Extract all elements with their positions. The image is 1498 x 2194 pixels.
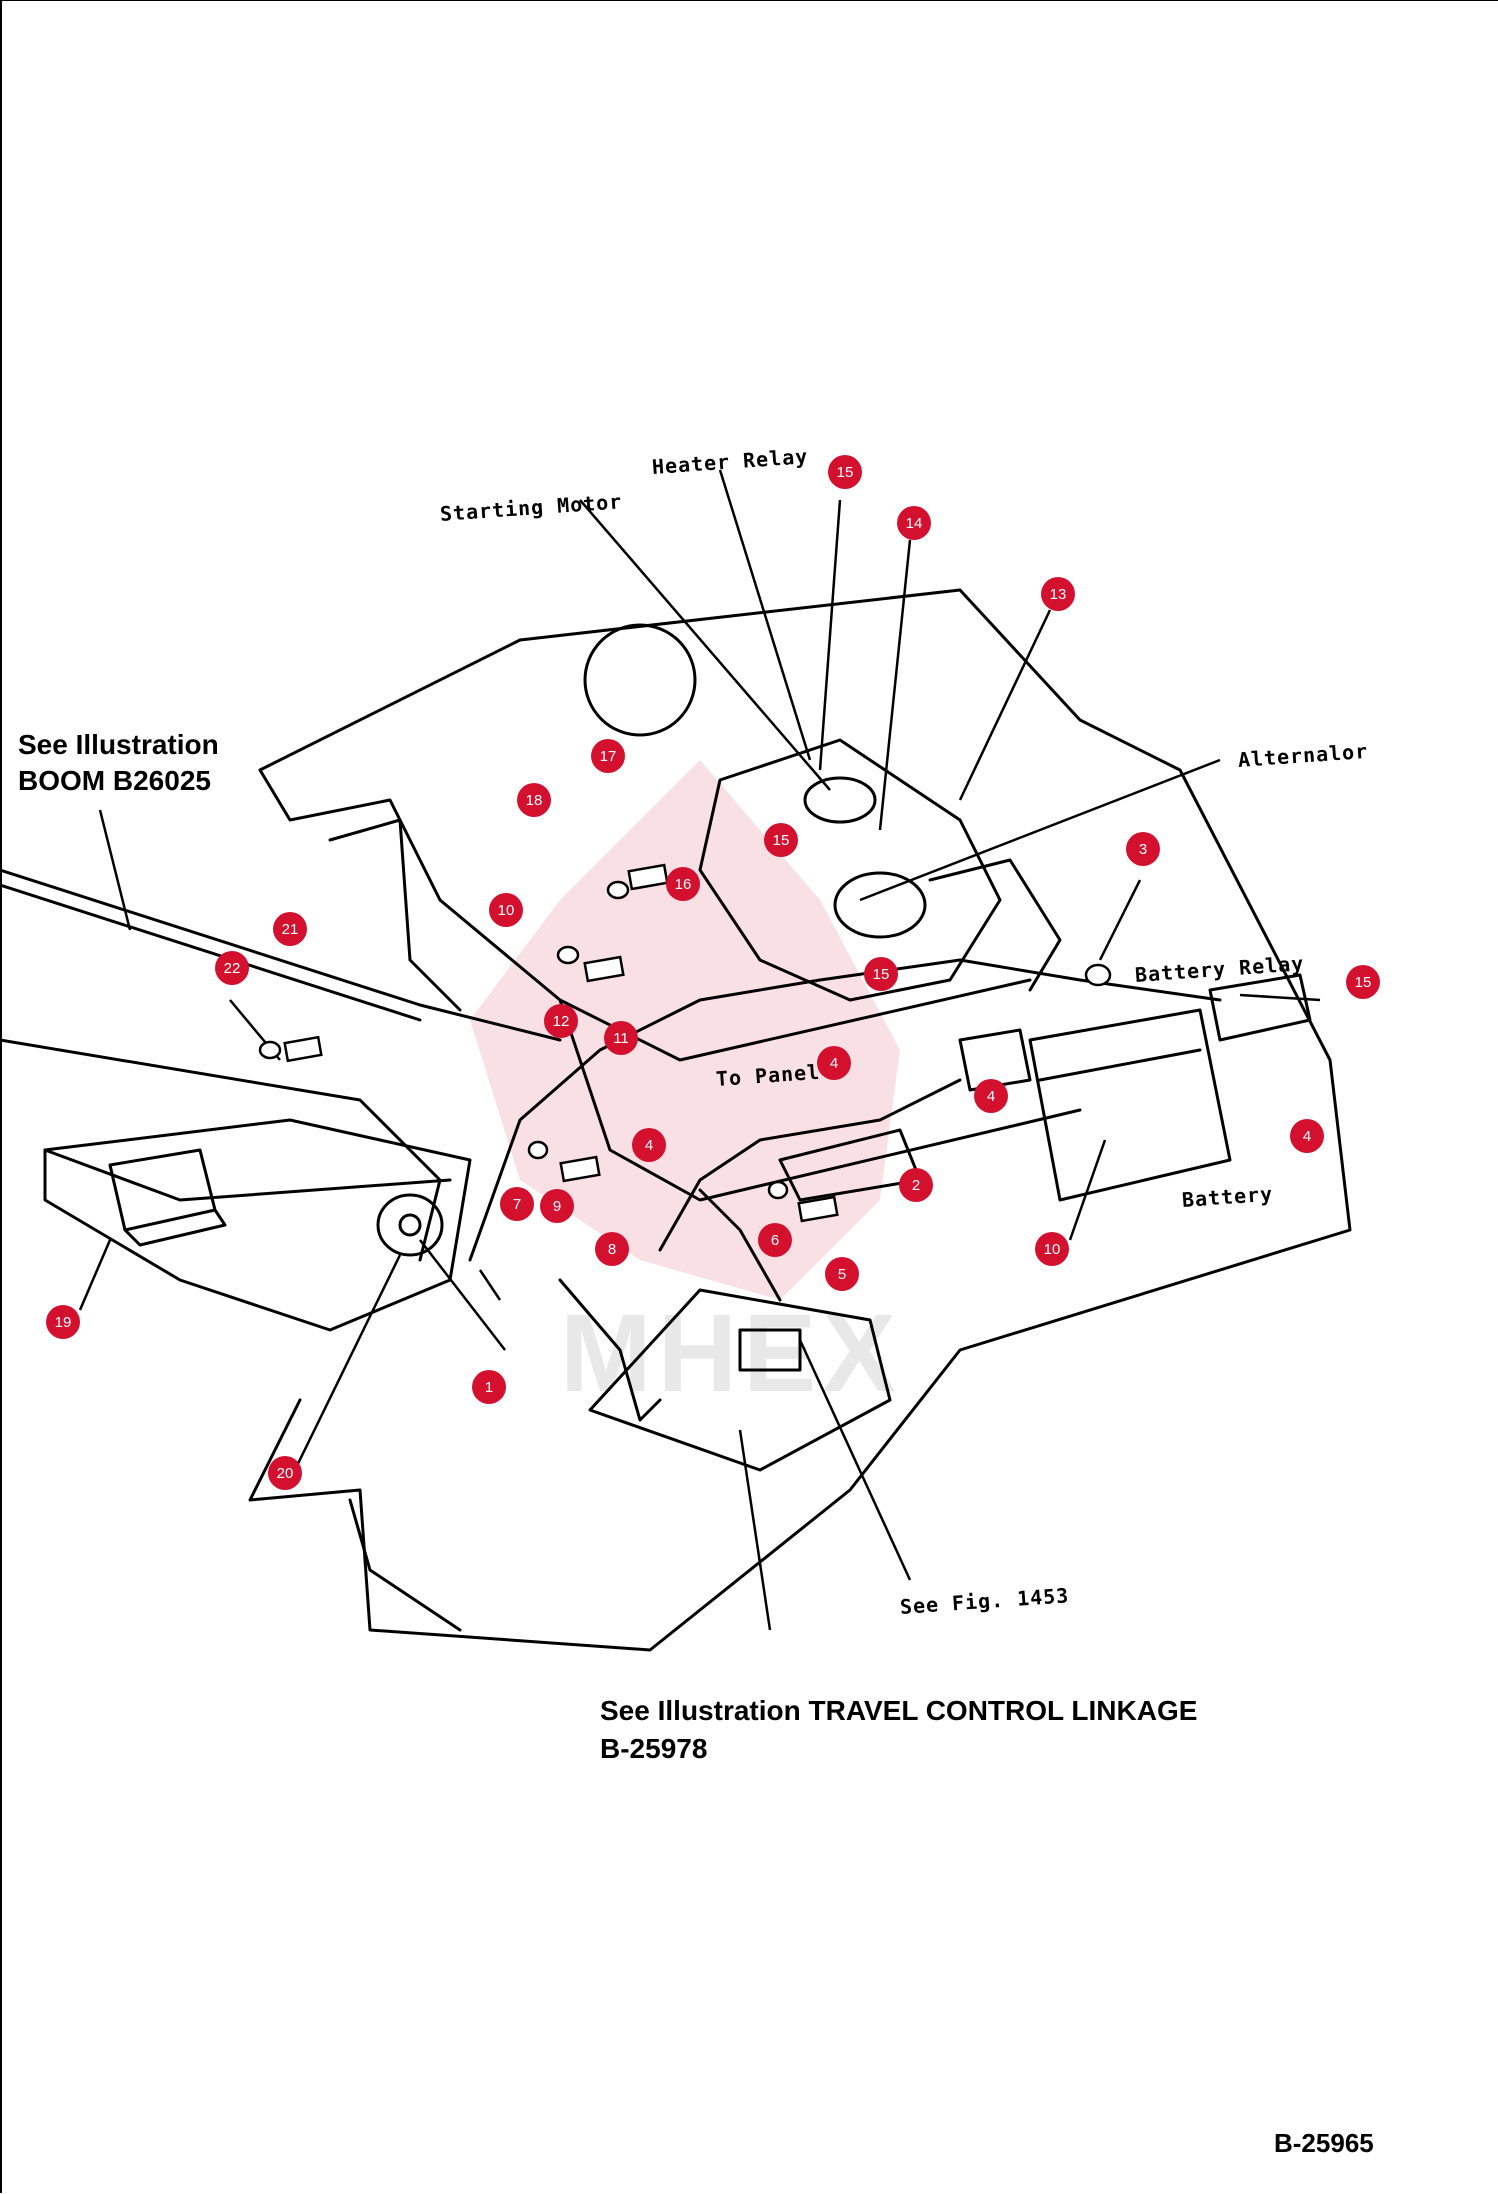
watermark-emblem (470, 760, 900, 1300)
callout-6[interactable]: 6 (758, 1223, 792, 1257)
callout-3[interactable]: 3 (1126, 832, 1160, 866)
callout-13[interactable]: 13 (1041, 577, 1075, 611)
lower-harness-wire (698, 1188, 782, 1302)
callout-15-heater-relay[interactable]: 15 (828, 455, 862, 489)
boom-rod (0, 868, 562, 1042)
callout-15-alternator[interactable]: 15 (864, 957, 898, 991)
travel-reference-line2: B-25978 (600, 1733, 708, 1764)
left-tank-top (43, 1148, 452, 1202)
callout-12[interactable]: 12 (544, 1004, 578, 1038)
engine-hood-outline (258, 768, 1032, 1062)
watermark-text: MHEX (560, 1292, 902, 1415)
callout-18[interactable]: 18 (517, 783, 551, 817)
boom-rod-lower (0, 883, 422, 1022)
travel-reference-line1: See Illustration TRAVEL CONTROL LINKAGE (600, 1695, 1198, 1726)
callout-10-upper[interactable]: 10 (489, 893, 523, 927)
callout-4-center[interactable]: 4 (817, 1046, 851, 1080)
callout-21[interactable]: 21 (273, 912, 307, 946)
main-harness-wire (468, 958, 1222, 1262)
counterweight-edge (348, 1498, 462, 1632)
callout-22[interactable]: 22 (215, 951, 249, 985)
callout-14[interactable]: 14 (897, 506, 931, 540)
left-deck (0, 1038, 442, 1262)
callout-1[interactable]: 1 (472, 1370, 506, 1404)
control-panel-drawing (588, 1288, 892, 1472)
callout-15-battery-relay[interactable]: 15 (1346, 965, 1380, 999)
callout-20[interactable]: 20 (268, 1456, 302, 1490)
figure-number: B-25965 (1274, 2128, 1374, 2158)
boom-reference-line2: BOOM B26025 (18, 765, 211, 796)
boom-reference-line1: See Illustration (18, 729, 219, 760)
callout-2[interactable]: 2 (899, 1168, 933, 1202)
callout-8[interactable]: 8 (595, 1232, 629, 1266)
radiator-fan-drawing (583, 623, 697, 737)
panel-harness-wire (658, 1078, 962, 1252)
callout-5[interactable]: 5 (825, 1257, 859, 1291)
callout-7[interactable]: 7 (500, 1187, 534, 1221)
alternator-drawing (833, 871, 927, 939)
frame-side-edge (328, 818, 462, 1012)
callout-11[interactable]: 11 (604, 1021, 638, 1055)
starting-motor-drawing (803, 776, 877, 824)
upper-structure-outline (248, 588, 1352, 1652)
horn-drawing (376, 1193, 444, 1257)
callout-17[interactable]: 17 (591, 739, 625, 773)
battery-relay-drawing (1208, 973, 1312, 1042)
callout-4-far-right[interactable]: 4 (1290, 1119, 1324, 1153)
engine-block-drawing (698, 738, 1002, 1002)
relay-box-drawing (108, 1148, 217, 1232)
callout-4-lower[interactable]: 4 (632, 1128, 666, 1162)
callout-10-battery[interactable]: 10 (1035, 1232, 1069, 1266)
callout-15-engine[interactable]: 15 (764, 823, 798, 857)
hood-rear-edge (558, 998, 1082, 1202)
callout-4-right[interactable]: 4 (974, 1079, 1008, 1113)
battery-drawing (1028, 1008, 1232, 1202)
callout-19[interactable]: 19 (46, 1305, 80, 1339)
callout-9[interactable]: 9 (540, 1189, 574, 1223)
clamp-plate-right (958, 1028, 1032, 1092)
left-tank-outline (43, 1118, 472, 1332)
callout-16[interactable]: 16 (666, 867, 700, 901)
